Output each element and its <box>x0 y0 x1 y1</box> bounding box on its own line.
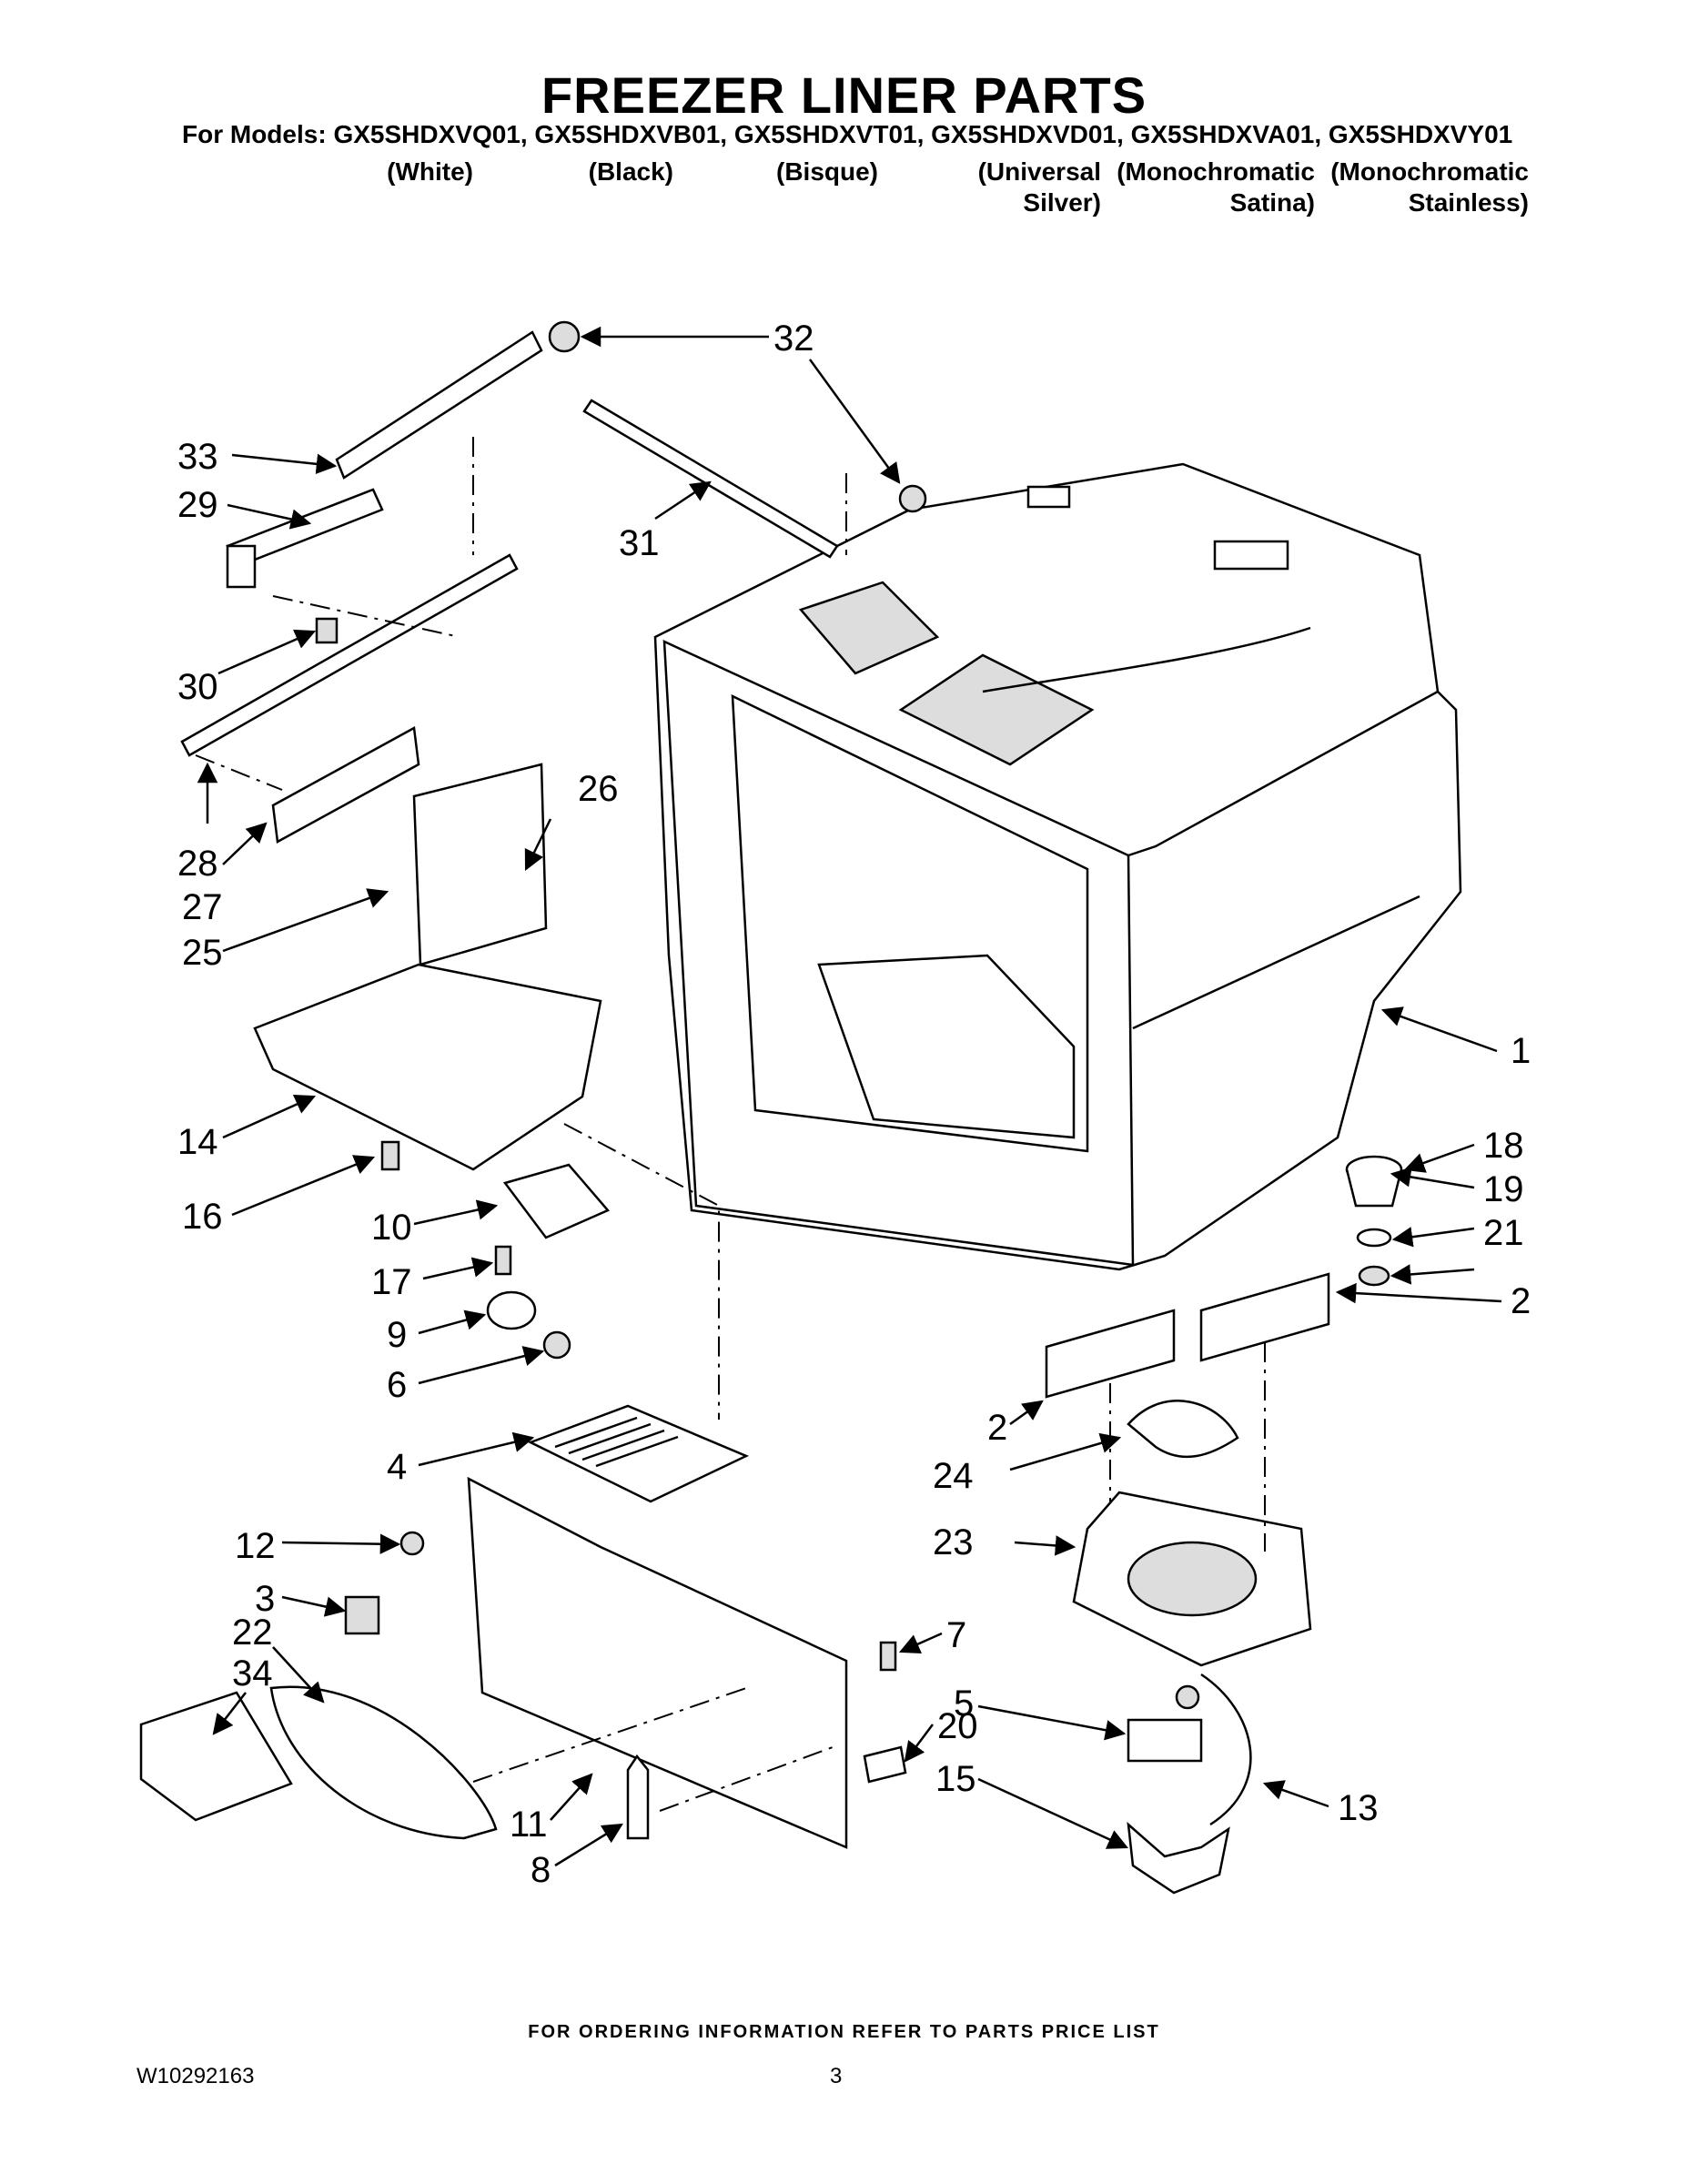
variant-line1: (Monochromatic <box>1330 157 1529 186</box>
leader-lines <box>197 326 1502 1867</box>
callout-11: 11 <box>510 1805 548 1845</box>
callout-29: 29 <box>177 485 218 525</box>
variant-monochromatic-stainless: (Monochromatic Stainless) <box>1319 157 1529 218</box>
callout-8: 8 <box>531 1850 551 1890</box>
callout-10: 10 <box>371 1208 412 1248</box>
callout-13: 13 <box>1338 1788 1379 1828</box>
assembly-dash-lines <box>195 437 1266 1812</box>
variant-line2: Silver) <box>1023 188 1101 217</box>
variant-universal-silver: (Universal Silver) <box>919 157 1101 218</box>
freezer-liner <box>653 462 1462 1271</box>
callout-7: 7 <box>946 1615 966 1655</box>
callout-14: 14 <box>177 1122 218 1162</box>
callout-12: 12 <box>235 1526 276 1566</box>
callout-20: 20 <box>937 1706 978 1746</box>
page-title: FREEZER LINER PARTS <box>541 66 1147 124</box>
callout-2: 2 <box>1511 1281 1531 1321</box>
callout-9: 9 <box>387 1315 407 1355</box>
variant-line1: (Universal <box>977 157 1101 186</box>
variant-line1: (Black) <box>588 157 673 186</box>
ordering-note: FOR ORDERING INFORMATION REFER TO PARTS … <box>528 2022 1160 2042</box>
variant-monochromatic-satina: (Monochromatic Satina) <box>1110 157 1315 218</box>
callout-34: 34 <box>232 1653 273 1694</box>
callout-labels: 1 2 2 3 4 5 6 7 8 9 10 11 12 13 14 15 16… <box>177 318 1531 1890</box>
callout-23: 23 <box>933 1522 974 1562</box>
callout-30: 30 <box>177 667 218 707</box>
variant-bisque: (Bisque) <box>769 157 878 187</box>
control-housing-assembly <box>253 963 750 1503</box>
callout-3: 3 <box>255 1579 275 1619</box>
variant-line1: (Bisque) <box>776 157 878 186</box>
callout-18: 18 <box>1483 1126 1524 1166</box>
variant-line1: (White) <box>387 157 473 186</box>
callout-26: 26 <box>578 769 619 809</box>
variant-line2: Satina) <box>1229 188 1315 217</box>
callout-16: 16 <box>182 1197 223 1237</box>
callout-32: 32 <box>773 318 814 359</box>
callout-25: 25 <box>182 933 223 973</box>
callout-17: 17 <box>371 1262 412 1302</box>
callout-19: 19 <box>1483 1169 1524 1209</box>
document-number: W10292163 <box>136 2064 255 2088</box>
callout-28: 28 <box>177 844 218 884</box>
rear-panel-assembly <box>139 1476 907 1849</box>
callout-21: 21 <box>1483 1213 1524 1253</box>
callout-5: 5 <box>954 1684 974 1724</box>
callout-2: 2 <box>987 1408 1007 1448</box>
callout-4: 4 <box>387 1447 407 1487</box>
page-number: 3 <box>830 2064 843 2088</box>
fan-motor-assembly <box>1045 1155 1403 1895</box>
drawer-slide-assembly <box>180 320 927 966</box>
callout-24: 24 <box>933 1456 974 1496</box>
variant-black: (Black) <box>582 157 673 187</box>
callout-22: 22 <box>232 1613 273 1653</box>
callout-33: 33 <box>177 437 218 477</box>
variant-line2: Stainless) <box>1408 188 1529 217</box>
callout-6: 6 <box>387 1365 407 1405</box>
models-line: For Models: GX5SHDXVQ01, GX5SHDXVB01, GX… <box>182 120 1513 148</box>
callout-1: 1 <box>1511 1031 1531 1071</box>
callout-31: 31 <box>619 523 660 563</box>
callout-27: 27 <box>182 887 223 927</box>
variant-white: (White) <box>382 157 473 187</box>
variant-line1: (Monochromatic <box>1117 157 1315 186</box>
callout-15: 15 <box>935 1759 976 1799</box>
